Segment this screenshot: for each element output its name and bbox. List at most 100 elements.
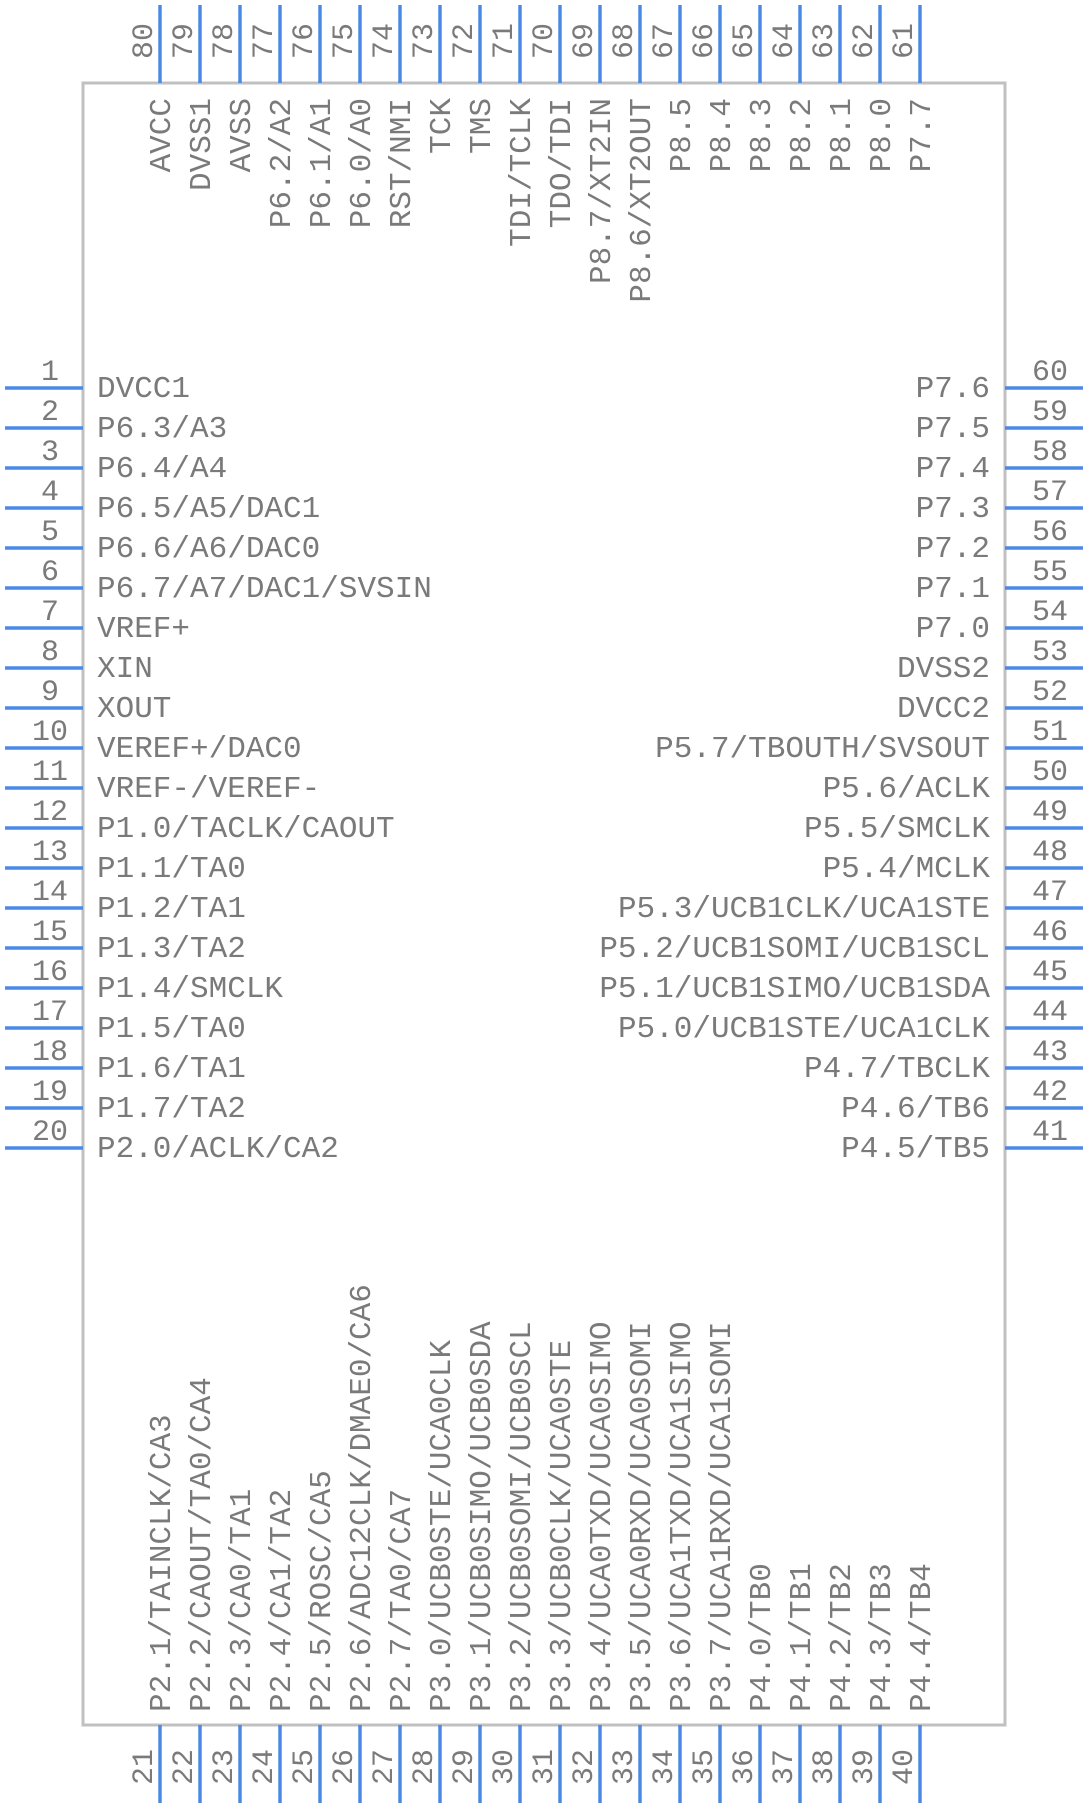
pin-label: P3.0/UCB0STE/UCA0CLK xyxy=(425,1340,460,1712)
pin-label: P6.4/A4 xyxy=(97,452,227,487)
pin-number: 22 xyxy=(168,1749,202,1785)
pin-number: 71 xyxy=(488,23,522,59)
pin-label: DVSS2 xyxy=(897,652,990,687)
pin-label: P5.6/ACLK xyxy=(823,772,991,807)
pin-label: P5.0/UCB1STE/UCA1CLK xyxy=(618,1012,990,1047)
pin-label: P7.3 xyxy=(916,492,990,527)
pin-number: 72 xyxy=(448,23,482,59)
pin-number: 10 xyxy=(32,716,68,750)
pin-label: P6.1/A1 xyxy=(305,98,340,228)
pin-label: P8.2 xyxy=(785,98,820,172)
pin-number: 54 xyxy=(1032,596,1068,630)
pin-number: 12 xyxy=(32,796,68,830)
pin-label: P5.1/UCB1SIMO/UCB1SDA xyxy=(599,972,990,1007)
pin-number: 34 xyxy=(648,1749,682,1785)
pin-label: DVCC1 xyxy=(97,372,190,407)
pin-label: P1.7/TA2 xyxy=(97,1092,246,1127)
pin-number: 1 xyxy=(41,356,59,390)
pin-label: P6.0/A0 xyxy=(345,98,380,228)
pin-number: 18 xyxy=(32,1036,68,1070)
pin-number: 27 xyxy=(368,1749,402,1785)
pin-label: P2.2/CAOUT/TA0/CA4 xyxy=(185,1377,220,1712)
pin-label: P1.6/TA1 xyxy=(97,1052,246,1087)
pin-label: P7.2 xyxy=(916,532,990,567)
pin-label: P7.5 xyxy=(916,412,990,447)
pin-number: 36 xyxy=(728,1749,762,1785)
pin-number: 51 xyxy=(1032,716,1068,750)
pin-number: 52 xyxy=(1032,676,1068,710)
pin-number: 79 xyxy=(168,23,202,59)
pin-label: P4.4/TB4 xyxy=(905,1563,940,1712)
pin-number: 61 xyxy=(888,23,922,59)
pin-label: TMS xyxy=(465,98,500,154)
pin-number: 60 xyxy=(1032,356,1068,390)
pin-number: 63 xyxy=(808,23,842,59)
pin-label: P6.7/A7/DAC1/SVSIN xyxy=(97,572,432,607)
pin-number: 11 xyxy=(32,756,68,790)
pin-label: P3.5/UCA0RXD/UCA0SOMI xyxy=(625,1321,660,1712)
pin-number: 70 xyxy=(528,23,562,59)
pin-number: 64 xyxy=(768,23,802,59)
pin-label: P1.4/SMCLK xyxy=(97,972,283,1007)
pin-number: 55 xyxy=(1032,556,1068,590)
pin-number: 40 xyxy=(888,1749,922,1785)
pin-number: 15 xyxy=(32,916,68,950)
pin-number: 69 xyxy=(568,23,602,59)
pin-label: P2.6/ADC12CLK/DMAE0/CA6 xyxy=(345,1284,380,1712)
pin-number: 5 xyxy=(41,516,59,550)
pin-number: 80 xyxy=(128,23,162,59)
pin-number: 14 xyxy=(32,876,68,910)
pin-number: 17 xyxy=(32,996,68,1030)
pin-number: 42 xyxy=(1032,1076,1068,1110)
pin-number: 8 xyxy=(41,636,59,670)
pin-number: 35 xyxy=(688,1749,722,1785)
pin-label: P3.3/UCB0CLK/UCA0STE xyxy=(545,1340,580,1712)
pin-number: 29 xyxy=(448,1749,482,1785)
pin-number: 23 xyxy=(208,1749,242,1785)
pin-number: 25 xyxy=(288,1749,322,1785)
pin-label: TDI/TCLK xyxy=(505,98,540,247)
ic-body-outline xyxy=(81,81,1007,1727)
pin-label: P4.7/TBCLK xyxy=(804,1052,990,1087)
pin-number: 39 xyxy=(848,1749,882,1785)
pin-number: 30 xyxy=(488,1749,522,1785)
pin-label: P8.1 xyxy=(825,98,860,172)
pin-number: 67 xyxy=(648,23,682,59)
pin-number: 37 xyxy=(768,1749,802,1785)
pin-label: P6.5/A5/DAC1 xyxy=(97,492,320,527)
pin-label: P1.1/TA0 xyxy=(97,852,246,887)
pin-label: P4.6/TB6 xyxy=(841,1092,990,1127)
pin-label: P1.2/TA1 xyxy=(97,892,246,927)
pin-number: 32 xyxy=(568,1749,602,1785)
pin-number: 62 xyxy=(848,23,882,59)
pin-number: 28 xyxy=(408,1749,442,1785)
pin-label: P8.7/XT2IN xyxy=(585,98,620,284)
pin-label: P2.7/TA0/CA7 xyxy=(385,1489,420,1712)
pin-number: 20 xyxy=(32,1116,68,1150)
pin-label: P8.4 xyxy=(705,98,740,172)
pin-number: 74 xyxy=(368,23,402,59)
pin-label: P8.5 xyxy=(665,98,700,172)
pin-number: 38 xyxy=(808,1749,842,1785)
pin-label: P3.2/UCB0SOMI/UCB0SCL xyxy=(505,1321,540,1712)
pin-label: P2.3/CA0/TA1 xyxy=(225,1489,260,1712)
pin-label: P6.3/A3 xyxy=(97,412,227,447)
pin-label: DVCC2 xyxy=(897,692,990,727)
pin-number: 19 xyxy=(32,1076,68,1110)
pin-number: 78 xyxy=(208,23,242,59)
pin-number: 24 xyxy=(248,1749,282,1785)
pin-label: VREF+ xyxy=(97,612,190,647)
pin-number: 2 xyxy=(41,396,59,430)
pin-label: P7.0 xyxy=(916,612,990,647)
pin-number: 73 xyxy=(408,23,442,59)
pin-number: 31 xyxy=(528,1749,562,1785)
pin-label: P7.7 xyxy=(905,98,940,172)
pin-number: 48 xyxy=(1032,836,1068,870)
pin-number: 6 xyxy=(41,556,59,590)
pin-number: 21 xyxy=(128,1749,162,1785)
pin-number: 13 xyxy=(32,836,68,870)
pin-number: 66 xyxy=(688,23,722,59)
pin-number: 76 xyxy=(288,23,322,59)
pin-number: 75 xyxy=(328,23,362,59)
